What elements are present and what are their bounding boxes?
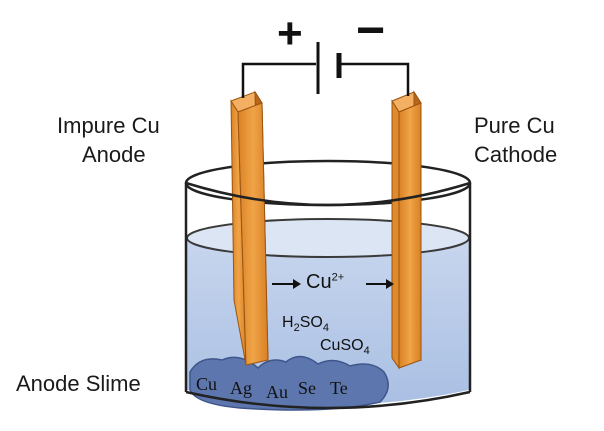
anode-label-line2: Anode — [82, 142, 146, 167]
slime-element-au: Au — [266, 382, 288, 402]
circuit-wire — [241, 62, 410, 98]
anode-slime-label: Anode Slime — [16, 371, 141, 396]
cathode-label-line1: Pure Cu — [474, 113, 555, 138]
positive-terminal-sign: + — [277, 9, 303, 58]
slime-element-cu: Cu — [196, 374, 218, 394]
negative-terminal-sign: − — [356, 2, 386, 58]
anode-electrode — [230, 90, 269, 366]
beaker-back-rim — [184, 159, 472, 207]
h2so4-label: H2SO4 — [282, 314, 329, 335]
slime-element-se: Se — [298, 378, 316, 398]
slime-element-ag: Ag — [230, 378, 252, 398]
cuso4-label: CuSO4 — [320, 337, 370, 358]
cathode-electrode — [391, 90, 422, 370]
anode-slime-deposit — [189, 355, 389, 411]
anode-label-line1: Impure Cu — [57, 113, 160, 138]
cu-ion-label: Cu2+ — [306, 271, 345, 293]
ion-flow-arrows — [272, 279, 394, 289]
beaker-front-rim — [185, 181, 471, 207]
cathode-label-line2: Cathode — [474, 142, 558, 167]
slime-element-te: Te — [330, 378, 348, 398]
solution-surface — [186, 218, 470, 258]
beaker-bottom — [185, 390, 471, 410]
